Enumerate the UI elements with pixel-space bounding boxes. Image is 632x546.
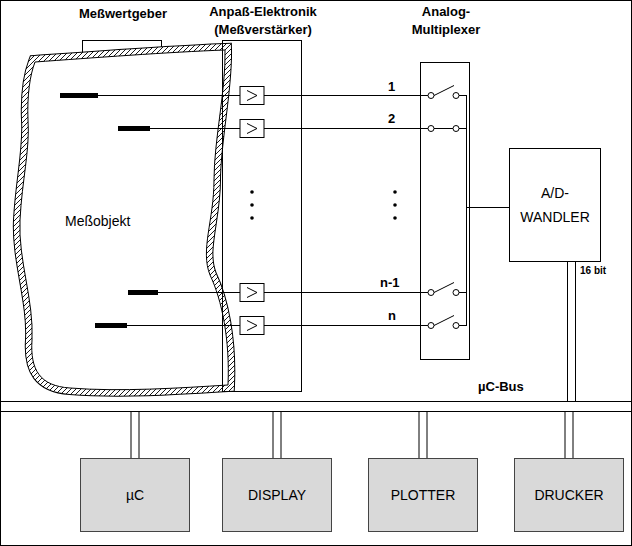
- device-label: µC: [126, 487, 144, 503]
- converter-label: A/D- WANDLER: [515, 181, 595, 229]
- ellipsis-dots: [250, 190, 397, 220]
- signal-wire: [302, 325, 420, 326]
- bus-connector: [419, 412, 427, 458]
- signal-wire: [302, 292, 420, 293]
- device-box: DRUCKER: [514, 458, 624, 532]
- adc-box: A/D- WANDLER: [509, 148, 601, 262]
- column-heading: Analog- Multiplexer: [398, 3, 494, 39]
- device-box: DISPLAY: [222, 458, 332, 532]
- signal-wire: [470, 207, 509, 208]
- device-box: µC: [80, 458, 190, 532]
- device-box: PLOTTER: [368, 458, 478, 532]
- channel-number: n: [388, 308, 396, 324]
- bus-connector: [565, 412, 573, 458]
- amplifiers: [240, 87, 264, 335]
- channel-wires: [98, 96, 302, 326]
- column-heading: Anpaß-Elektronik (Meßverstärker): [197, 3, 329, 39]
- bit-width-label: 16 bit: [580, 265, 606, 277]
- bus-band: µC-Bus: [0, 401, 632, 412]
- bus-connector: [568, 262, 576, 401]
- bus-label: µC-Bus: [478, 378, 524, 396]
- bus-connector: [131, 412, 139, 458]
- signal-wire: [162, 292, 222, 293]
- multiplexer-box: Analog- Multiplexer: [420, 62, 470, 360]
- object-label: Meßobjekt: [63, 213, 132, 229]
- channel-number: n-1: [380, 275, 400, 291]
- channel-number: 1: [388, 79, 395, 95]
- signal-wire: [302, 95, 420, 96]
- bus-connector: [273, 412, 281, 458]
- channel-number: 2: [388, 111, 395, 127]
- device-label: DRUCKER: [534, 487, 603, 503]
- device-label: PLOTTER: [391, 487, 456, 503]
- column-heading: Meßwertgeber: [63, 5, 183, 23]
- signal-wire: [162, 128, 222, 129]
- signal-wire: [162, 95, 222, 96]
- device-label: DISPLAY: [248, 487, 306, 503]
- signal-wire: [302, 128, 420, 129]
- sensor-sticks: [60, 93, 158, 328]
- measured-object: Meßobjekt: [8, 40, 238, 400]
- signal-wire: [162, 325, 222, 326]
- multiplexer-switches: [420, 86, 470, 329]
